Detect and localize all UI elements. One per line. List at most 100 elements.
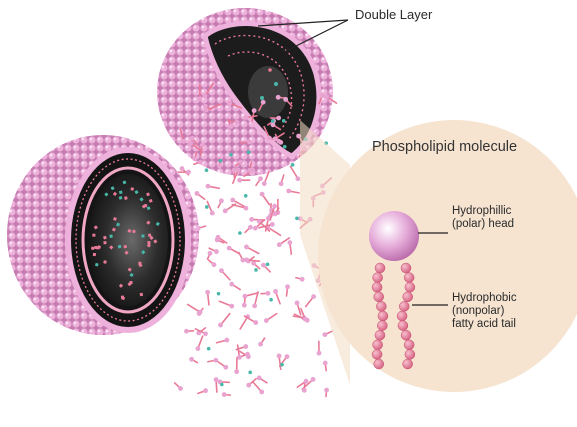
inclusion-dot — [130, 281, 133, 284]
inclusion-dot — [217, 292, 221, 296]
tail-bead — [405, 282, 415, 292]
label-double-layer: Double Layer — [355, 8, 432, 23]
inclusion-dot — [205, 168, 209, 172]
inclusion-dot — [138, 261, 141, 264]
phospholipid-fragment — [227, 246, 239, 254]
phospholipid-fragment — [260, 192, 270, 205]
inclusion-dot — [247, 150, 251, 154]
tail-bead — [375, 330, 385, 340]
inclusion-dot — [220, 383, 224, 387]
phospholipid-fragment — [324, 388, 329, 397]
phospholipid-fragment — [295, 301, 301, 315]
phospholipid-fragment — [237, 178, 249, 183]
inclusion-dot — [94, 246, 97, 249]
inclusion-dot — [140, 293, 143, 296]
inclusion-dot — [271, 119, 275, 123]
phospholipid-fragment — [245, 316, 259, 325]
tail-bead — [373, 273, 383, 283]
phospholipid-fragment — [251, 261, 260, 269]
phospholipid-fragment — [242, 299, 247, 308]
phospholipid-fragment — [223, 204, 236, 213]
label-line: Hydrophillic — [452, 205, 514, 218]
inclusion-dot — [254, 268, 258, 272]
tail-bead — [373, 340, 383, 350]
tail-bead — [401, 330, 411, 340]
inclusion-dot — [219, 159, 223, 163]
inclusion-dot — [269, 298, 273, 302]
phospholipid-fragment — [277, 353, 282, 369]
tail-bead — [375, 263, 385, 273]
phospholipid-fragment — [188, 304, 203, 314]
phospholipid-fragment — [198, 388, 208, 393]
phospholipid-fragment — [232, 205, 248, 211]
phospholipid-fragment — [218, 198, 224, 207]
inclusion-dot — [103, 241, 106, 244]
tail-bead — [401, 263, 411, 273]
phospholipid-fragment — [206, 184, 220, 189]
phospholipid-fragment — [258, 338, 264, 346]
phospholipid-fragment — [205, 290, 210, 305]
tail-bead — [404, 340, 414, 350]
tail-bead — [376, 301, 386, 311]
tail-bead — [372, 349, 382, 359]
front-liposome — [7, 135, 199, 335]
inclusion-dot — [282, 119, 286, 123]
inclusion-dot — [147, 241, 150, 244]
phospholipid-fragment — [306, 294, 316, 306]
tail-bead — [397, 311, 407, 321]
inclusion-dot — [238, 231, 242, 235]
tail-bead — [374, 359, 384, 369]
phospholipid-panel — [318, 120, 577, 392]
phospholipid-fragment — [244, 245, 259, 254]
phospholipid-fragment — [287, 240, 292, 254]
phospholipid-fragment — [217, 338, 230, 343]
phospholipid-fragment — [218, 362, 228, 370]
label-line: Hydrophobic — [452, 292, 517, 305]
phospholipid-fragment — [218, 314, 230, 328]
tail-bead — [404, 273, 414, 283]
tail-bead — [399, 301, 409, 311]
phospholipid-fragment — [264, 314, 277, 323]
phospholipid-fragment — [207, 201, 214, 215]
tail-bead — [403, 292, 413, 302]
inclusion-dot — [291, 163, 295, 167]
inclusion-dot — [229, 153, 233, 157]
tail-bead — [372, 282, 382, 292]
phospholipid-fragment — [175, 383, 183, 391]
phospholipid-fragment — [261, 291, 270, 296]
inclusion-dot — [124, 196, 128, 200]
inclusion-dot — [109, 234, 113, 238]
label-line: (nonpolar) — [452, 305, 517, 318]
tail-bead — [378, 311, 388, 321]
label-line: fatty acid tail — [452, 318, 517, 331]
label-line: (polar) head — [452, 218, 514, 231]
inclusion-dot — [295, 216, 299, 220]
phospholipid-fragment — [229, 282, 240, 290]
phospholipid-fragment — [222, 392, 231, 397]
tail-bead — [377, 321, 387, 331]
inclusion-dot — [266, 263, 270, 267]
phospholipid-fragment — [218, 380, 230, 385]
phospholipid-fragment — [257, 376, 267, 383]
phospholipid-fragment — [209, 260, 217, 267]
inclusion-dot — [141, 234, 144, 237]
phospholipid-fragment — [317, 341, 322, 355]
inclusion-dot — [207, 347, 211, 351]
inclusion-dot — [130, 187, 134, 191]
phospholipid-fragment — [184, 329, 193, 334]
label-phospholipid-molecule: Phospholipid molecule — [372, 139, 517, 156]
phospholipid-fragment — [286, 189, 299, 194]
inclusion-dot — [244, 194, 248, 198]
phospholipid-fragment — [323, 361, 328, 371]
zoom-panel-circle — [318, 120, 577, 392]
inclusion-dot — [148, 233, 151, 236]
inclusion-dot — [283, 145, 287, 149]
tail-bead — [374, 292, 384, 302]
inclusion-dot — [280, 363, 284, 367]
inclusion-dot — [248, 371, 252, 375]
tail-bead — [398, 321, 408, 331]
phospholipid-fragment — [208, 251, 213, 259]
phospholipid-fragment — [196, 336, 203, 351]
phospholipid-fragment — [285, 284, 290, 296]
inclusion-dot — [118, 245, 121, 248]
